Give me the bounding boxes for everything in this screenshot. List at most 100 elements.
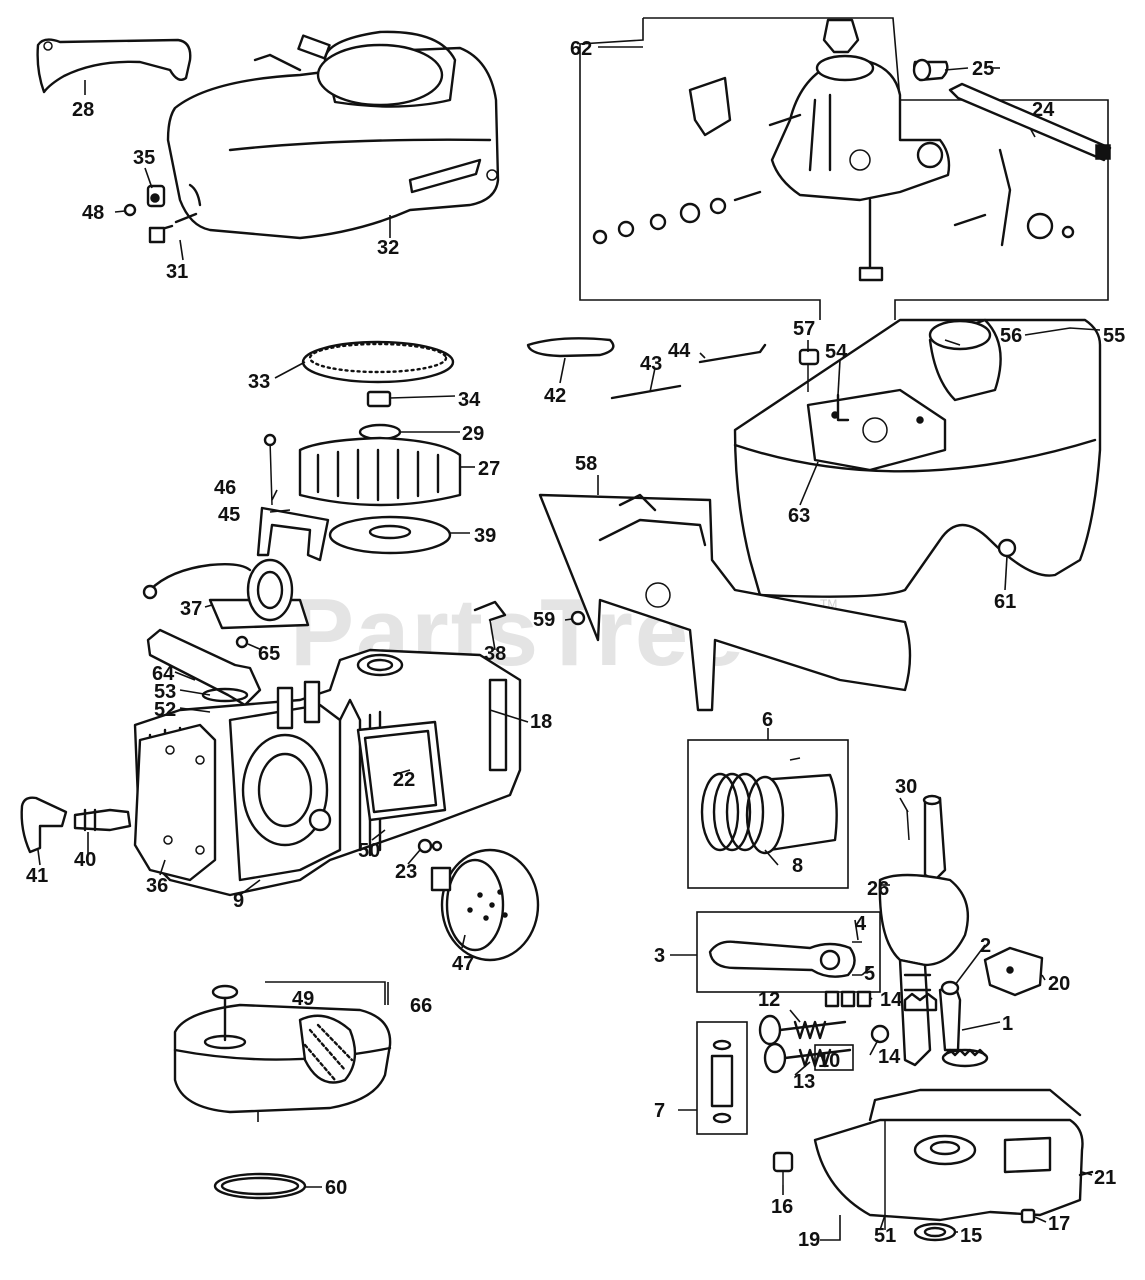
callout-58: 58 xyxy=(575,453,597,475)
air-cleaner-part-66 xyxy=(173,984,392,1114)
bracket-part-28 xyxy=(36,38,192,94)
fuel-pump-part-54-63 xyxy=(806,388,947,472)
callout-37: 37 xyxy=(180,598,202,620)
callout-49: 49 xyxy=(292,988,314,1010)
bracket-part-45 xyxy=(256,506,330,562)
screw-part-65 xyxy=(235,635,249,649)
callout-6: 6 xyxy=(762,709,773,731)
callout-27: 27 xyxy=(478,458,500,480)
callout-5: 5 xyxy=(864,963,875,985)
flywheel-fins-part-27 xyxy=(298,436,462,507)
tappet-part-7 xyxy=(710,1039,734,1124)
callout-26: 26 xyxy=(867,878,889,900)
callout-12: 12 xyxy=(758,989,780,1011)
callout-17: 17 xyxy=(1048,1213,1070,1235)
callout-29: 29 xyxy=(462,423,484,445)
callout-39: 39 xyxy=(474,525,496,547)
callout-38: 38 xyxy=(484,643,506,665)
callout-36: 36 xyxy=(146,875,168,897)
valve-retainer-part-14 xyxy=(824,990,890,1044)
gasket-part-60 xyxy=(213,1172,307,1200)
gear-part-2 xyxy=(903,992,938,1012)
rod-bolt-part-4-5 xyxy=(852,941,862,976)
nut-part-61 xyxy=(997,538,1017,558)
carburetor-group-box xyxy=(579,17,1109,320)
callout-59: 59 xyxy=(533,609,555,631)
callout-60: 60 xyxy=(325,1177,347,1199)
callout-10: 10 xyxy=(818,1050,840,1072)
callout-46: 46 xyxy=(214,477,236,499)
magnet-hub-part-39 xyxy=(328,515,452,555)
callout-20: 20 xyxy=(1048,973,1070,995)
carburetor-part-62 xyxy=(592,18,1075,282)
cylinder-head-part-36 xyxy=(133,723,217,882)
callout-53: 53 xyxy=(154,681,176,703)
bolt-part-17 xyxy=(1020,1208,1036,1224)
tappet-group-box xyxy=(696,1021,748,1135)
ignition-coil-part-37 xyxy=(142,558,310,630)
callout-61: 61 xyxy=(994,591,1016,613)
control-bracket-part-58 xyxy=(538,493,912,712)
callout-32: 32 xyxy=(377,237,399,259)
callout-45: 45 xyxy=(218,504,240,526)
oil-fill-part-23 xyxy=(417,838,443,854)
callout-48: 48 xyxy=(82,202,104,224)
callout-31: 31 xyxy=(166,261,188,283)
callout-14a: 14 xyxy=(880,989,903,1011)
crankshaft-part-26 xyxy=(878,794,969,1067)
camshaft-part-1 xyxy=(938,980,989,1068)
callout-16: 16 xyxy=(771,1196,793,1218)
callout-18: 18 xyxy=(530,711,552,733)
callout-65: 65 xyxy=(258,643,280,665)
callout-23: 23 xyxy=(395,861,417,883)
callout-25: 25 xyxy=(972,58,994,80)
callout-42: 42 xyxy=(544,385,566,407)
intake-elbow-part-64 xyxy=(146,628,262,707)
callout-43: 43 xyxy=(640,353,662,375)
callout-ticks xyxy=(387,67,1000,1005)
callout-19: 19 xyxy=(798,1229,820,1251)
callout-64: 64 xyxy=(152,663,175,685)
screw-part-57 xyxy=(798,348,820,392)
callout-33: 33 xyxy=(248,371,270,393)
air-filter-screen-part-33 xyxy=(301,340,455,384)
callout-22: 22 xyxy=(393,769,415,791)
sump-part-19 xyxy=(813,1088,1084,1222)
callout-56: 56 xyxy=(1000,325,1022,347)
callout-14b: 14 xyxy=(878,1046,901,1068)
bolt-part-46 xyxy=(263,433,277,506)
key-part-30 xyxy=(906,809,910,841)
callout-15: 15 xyxy=(960,1225,982,1247)
callout-13: 13 xyxy=(793,1071,815,1093)
governor-link-part-43-44 xyxy=(610,343,767,400)
callout-9: 9 xyxy=(233,890,244,912)
fuel-fitting-part-25 xyxy=(912,58,949,82)
callout-41: 41 xyxy=(26,865,48,887)
callout-66: 66 xyxy=(410,995,432,1017)
filter-element-part-49 xyxy=(298,1014,357,1084)
connecting-rod-group-box xyxy=(696,911,881,993)
muffler-part-47 xyxy=(430,848,540,962)
valve-box-part-10 xyxy=(814,1044,854,1071)
callout-4: 4 xyxy=(855,913,867,935)
callout-44: 44 xyxy=(668,340,691,362)
fuel-line-part-24 xyxy=(948,82,1112,162)
callout-21: 21 xyxy=(1094,1167,1116,1189)
breather-part-20 xyxy=(983,946,1044,997)
callout-1: 1 xyxy=(1002,1013,1013,1035)
callout-7: 7 xyxy=(654,1100,665,1122)
piston-part-6 xyxy=(745,773,838,855)
connecting-rod-part-3 xyxy=(708,940,856,978)
screws-part-31-35-48 xyxy=(123,184,198,244)
valve-part-12 xyxy=(758,1014,847,1046)
oil-seal-part-15 xyxy=(913,1222,957,1242)
callout-62: 62 xyxy=(570,38,592,60)
spark-plug-boot-part-41 xyxy=(20,796,68,854)
callout-57: 57 xyxy=(793,318,815,340)
callout-35: 35 xyxy=(133,147,155,169)
nut-part-34 xyxy=(366,390,392,408)
clip-part-38 xyxy=(473,600,507,622)
callout-55: 55 xyxy=(1103,325,1125,347)
callout-51: 51 xyxy=(874,1225,896,1247)
